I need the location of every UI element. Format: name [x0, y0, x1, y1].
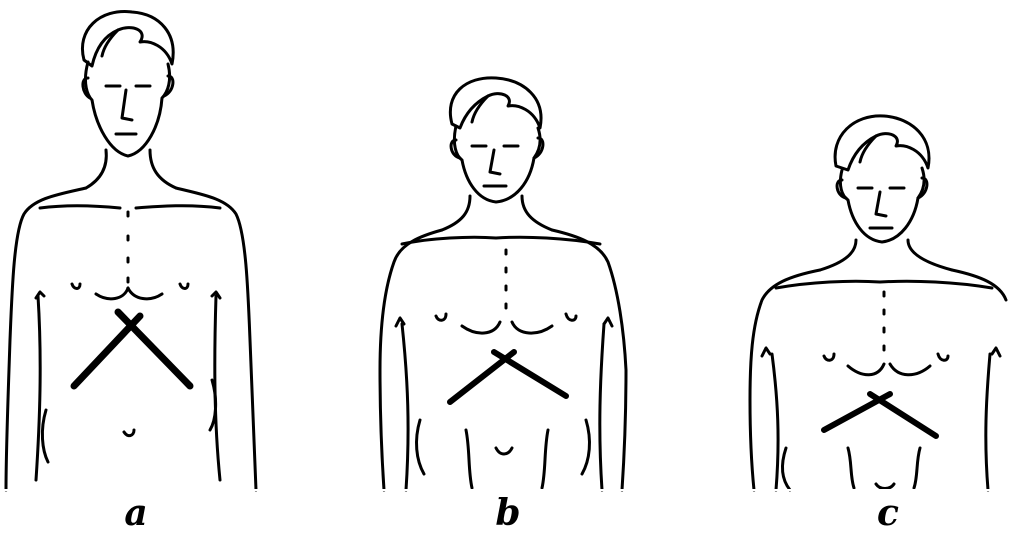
figure-b-drawing — [380, 78, 626, 490]
figure-a-hair — [82, 12, 173, 66]
figure-a-face — [85, 62, 169, 156]
panel-label-b: b — [488, 493, 528, 533]
panel-label-a: a — [116, 493, 156, 533]
figure-b-hair — [450, 78, 541, 128]
figure-c-hair — [835, 116, 929, 170]
figure-c-costal-angle — [824, 394, 936, 436]
figure-a-costal-angle — [74, 312, 190, 386]
figure-c-drawing — [750, 116, 1006, 490]
figure-a-drawing — [6, 12, 256, 490]
figure-c-face — [840, 168, 924, 242]
figure-b-face — [454, 126, 540, 202]
figure-b-costal-angle — [450, 352, 566, 402]
panel-label-c: c — [868, 493, 908, 533]
